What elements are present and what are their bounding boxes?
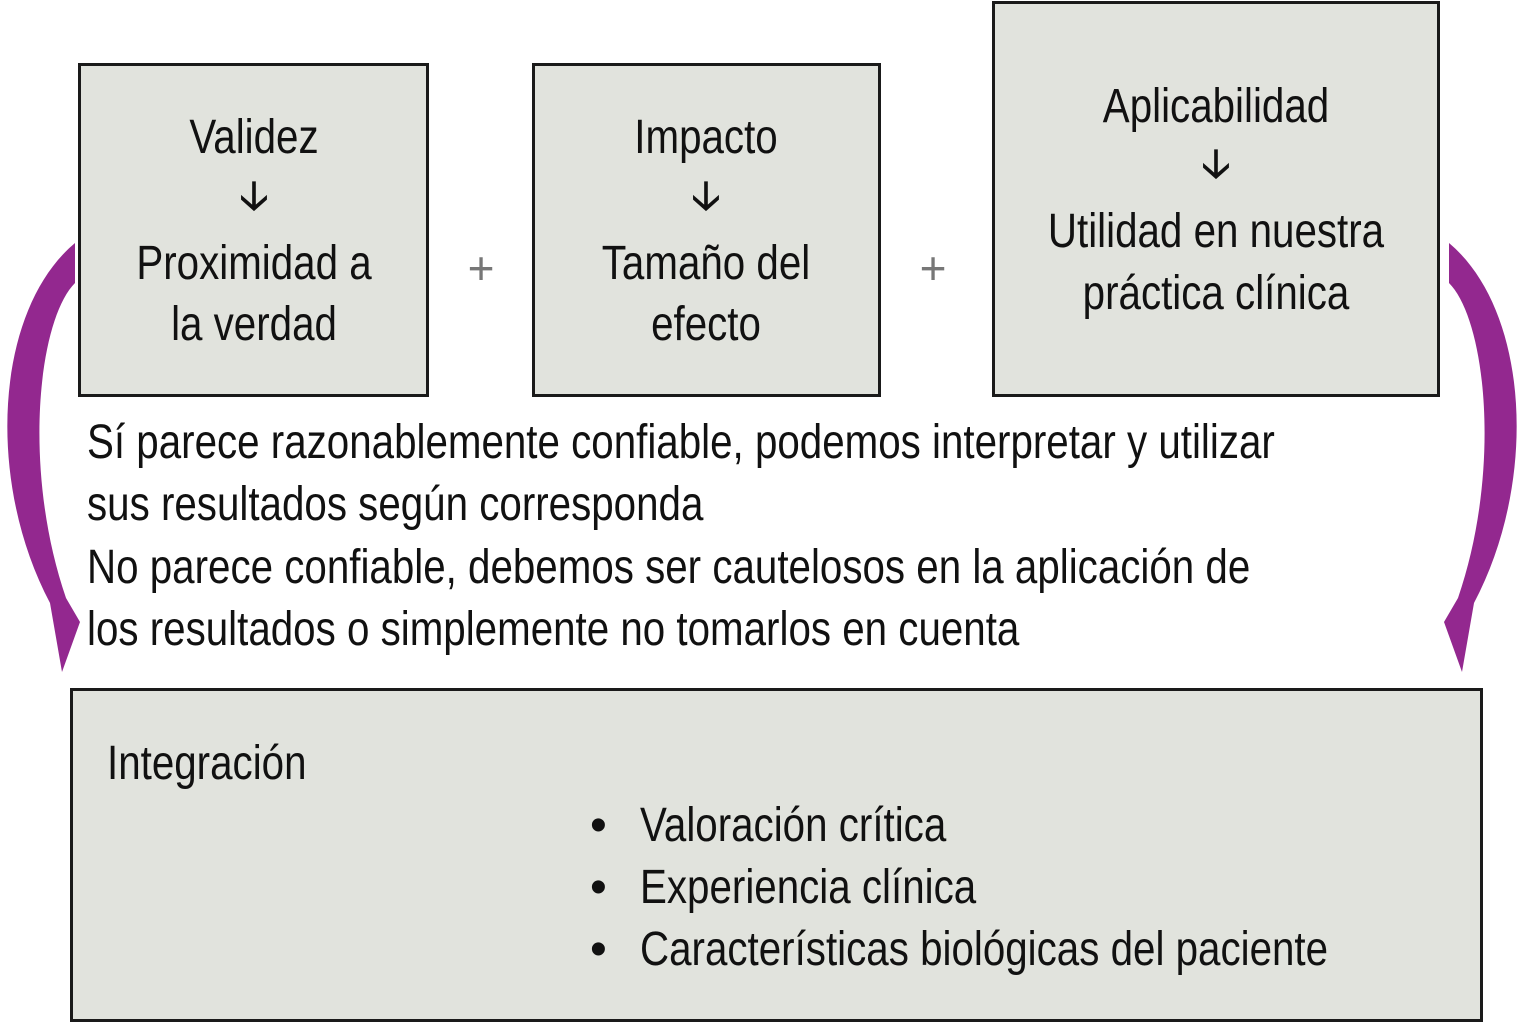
- integration-item: Experiencia clínica: [640, 861, 977, 914]
- box-title: Aplicabilidad: [1102, 80, 1330, 133]
- box-text: la verdad: [171, 298, 337, 351]
- paragraph-line: Sí parece razonablemente confiable, pode…: [87, 416, 1275, 469]
- bullet: •: [590, 799, 607, 852]
- down-arrow-icon: 🡣: [691, 174, 721, 218]
- bullet: •: [590, 861, 607, 914]
- integration-title: Integración: [107, 737, 307, 790]
- integration-item: Valoración crítica: [640, 799, 947, 852]
- box-text: práctica clínica: [1082, 267, 1350, 320]
- integration-item: Características biológicas del paciente: [640, 923, 1329, 976]
- down-arrow-icon: 🡣: [239, 174, 269, 218]
- box-text: Proximidad a: [136, 237, 372, 290]
- box-text: efecto: [651, 298, 761, 351]
- paragraph-line: los resultados o simplemente no tomarlos…: [87, 603, 1020, 656]
- down-arrow-icon: 🡣: [1201, 142, 1231, 186]
- box-text: Tamaño del: [601, 237, 811, 290]
- box-impacto: [532, 63, 881, 397]
- curved-arrow-right: [1444, 243, 1517, 672]
- plus-operator: +: [919, 242, 947, 294]
- box-aplicabilidad: [992, 1, 1440, 397]
- box-integracion: [70, 688, 1483, 1022]
- box-validez: [78, 63, 429, 397]
- plus-operator: +: [467, 242, 495, 294]
- box-title: Impacto: [634, 111, 778, 164]
- paragraph-line: No parece confiable, debemos ser cautelo…: [87, 541, 1251, 594]
- paragraph-line: sus resultados según corresponda: [87, 478, 704, 531]
- curved-arrow-left: [7, 243, 80, 672]
- box-title: Validez: [189, 111, 319, 164]
- box-text: Utilidad en nuestra: [1047, 205, 1385, 258]
- bullet: •: [590, 923, 607, 976]
